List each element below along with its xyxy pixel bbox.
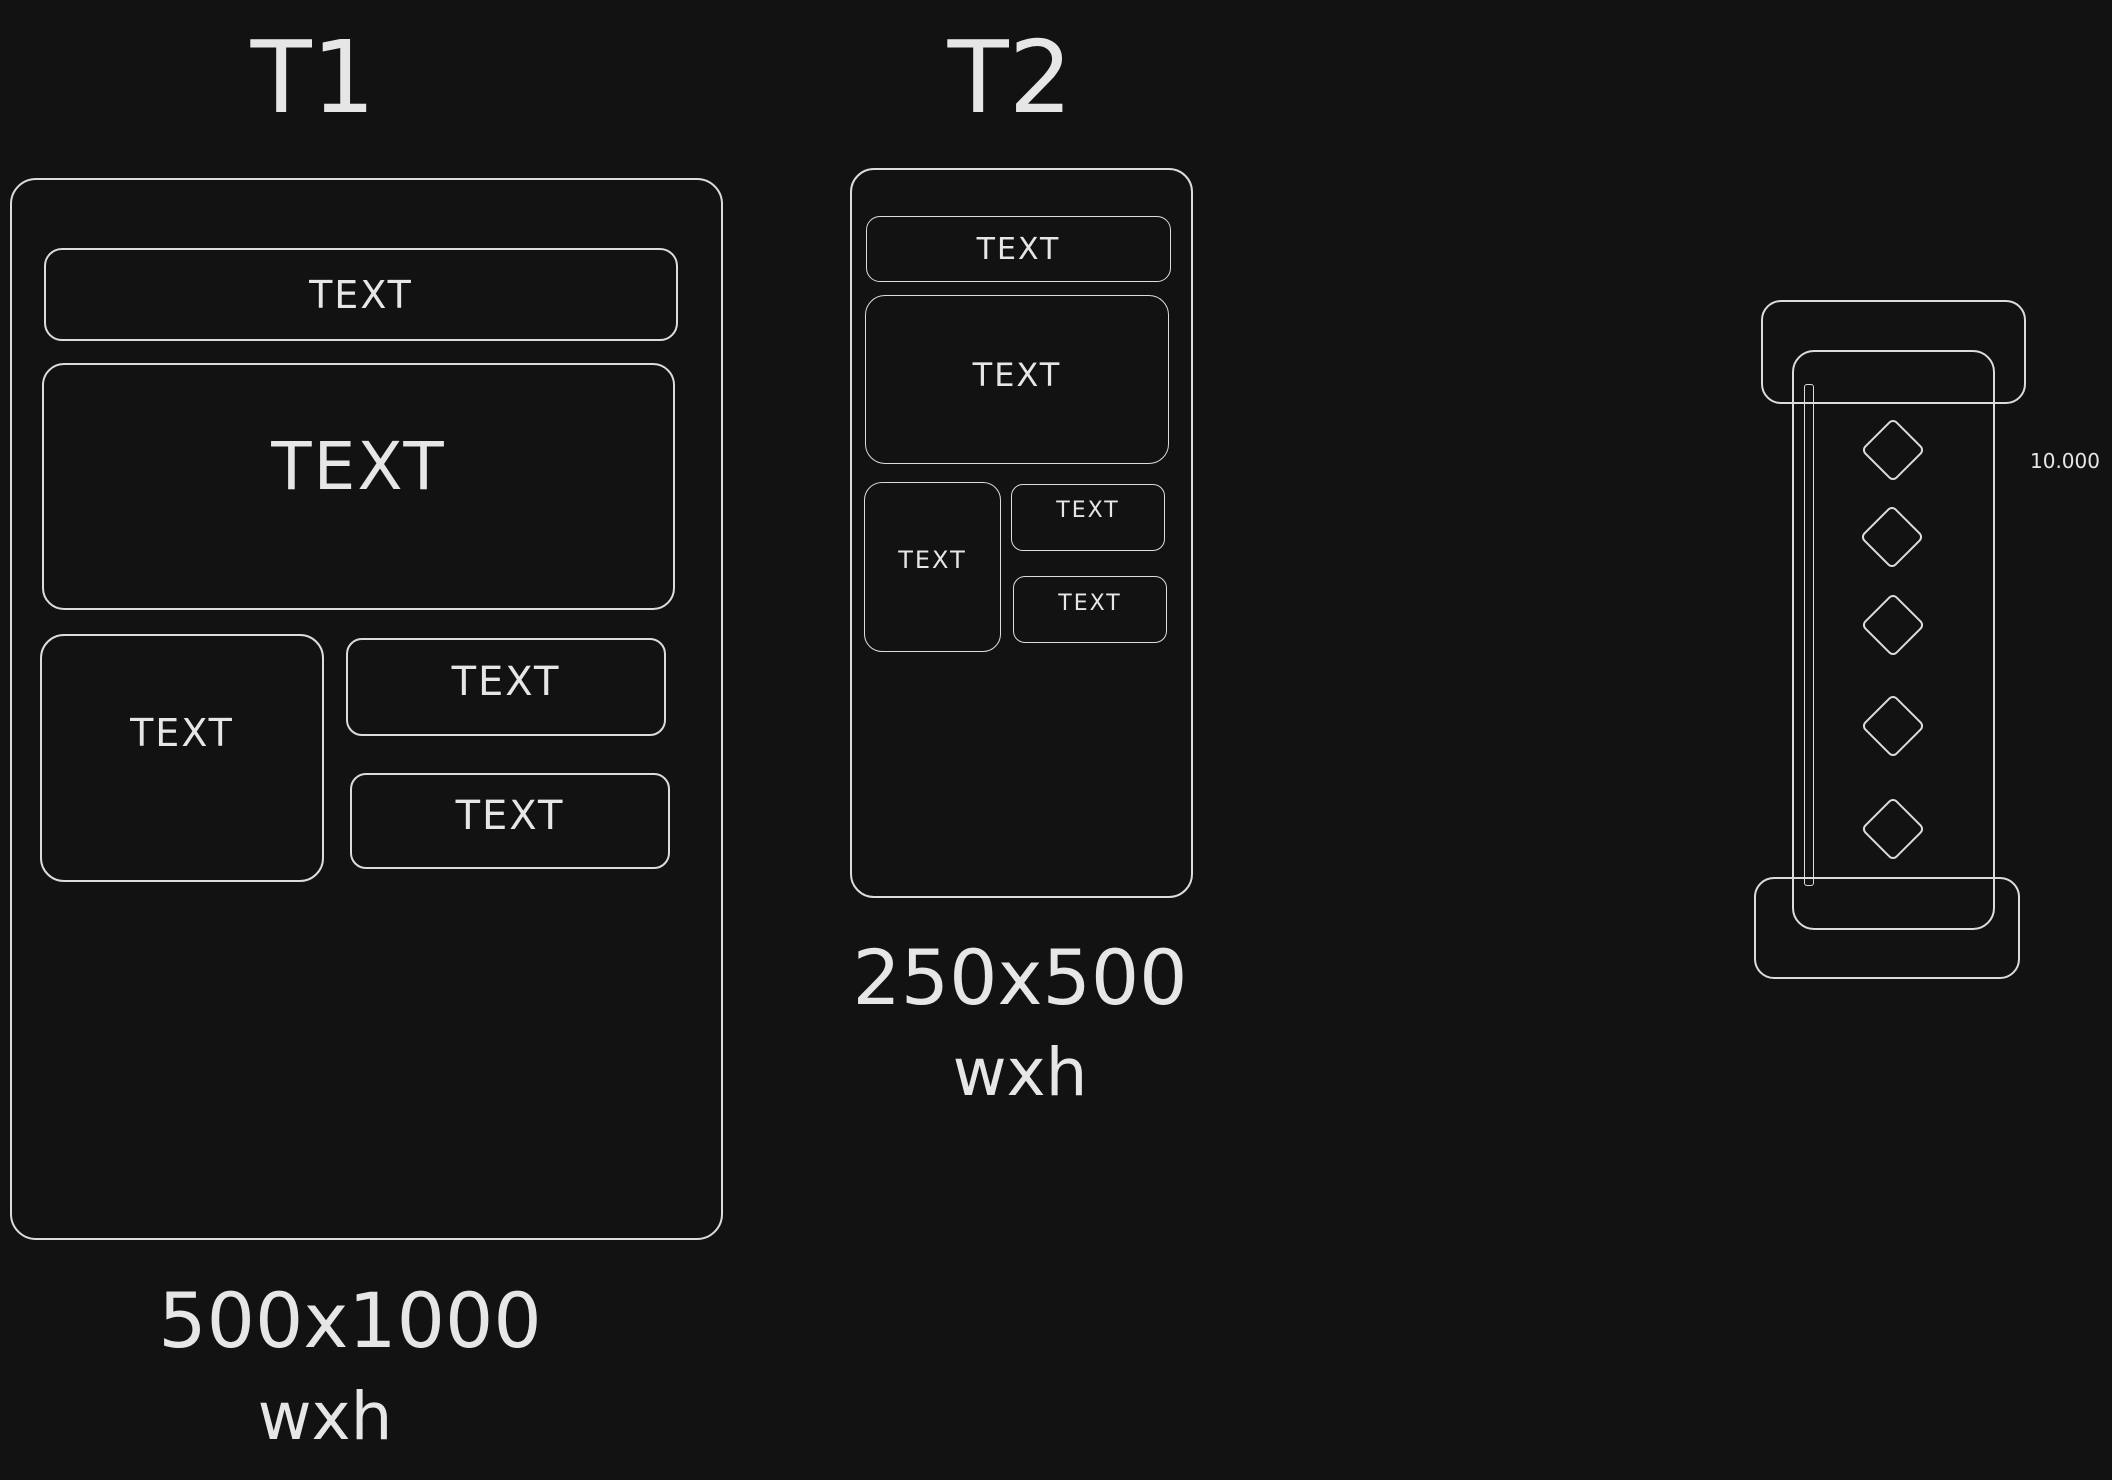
t2-title: T2 — [947, 19, 1073, 136]
scroller-scrollbar[interactable] — [1804, 384, 1814, 886]
scroller-track[interactable] — [1792, 350, 1995, 930]
t2-right-bottom-block: TEXT — [1013, 576, 1167, 643]
scroller-top-cap — [1761, 300, 2026, 404]
t2-left-block: TEXT — [864, 482, 1001, 652]
t2-header-block: TEXT — [866, 216, 1171, 282]
t2-size-unit: wxh — [952, 1034, 1088, 1111]
t2-size-label: 250x500 — [852, 933, 1188, 1022]
t1-size-label: 500x1000 — [158, 1276, 542, 1365]
scroller-bottom-cap — [1754, 877, 2020, 979]
t1-left-block: TEXT — [40, 634, 324, 882]
t1-right-bottom-block: TEXT — [350, 773, 670, 869]
t1-title: T1 — [250, 19, 376, 136]
t2-hero-block: TEXT — [865, 295, 1169, 464]
t1-hero-block: TEXT — [42, 363, 675, 610]
scroller-value-label: 10.000 — [2030, 449, 2100, 473]
t1-frame — [10, 178, 723, 1240]
t2-frame — [850, 168, 1193, 898]
t2-right-top-block: TEXT — [1011, 484, 1165, 551]
t1-size-unit: wxh — [257, 1378, 393, 1455]
t1-right-top-block: TEXT — [346, 638, 666, 736]
t1-header-block: TEXT — [44, 248, 678, 341]
